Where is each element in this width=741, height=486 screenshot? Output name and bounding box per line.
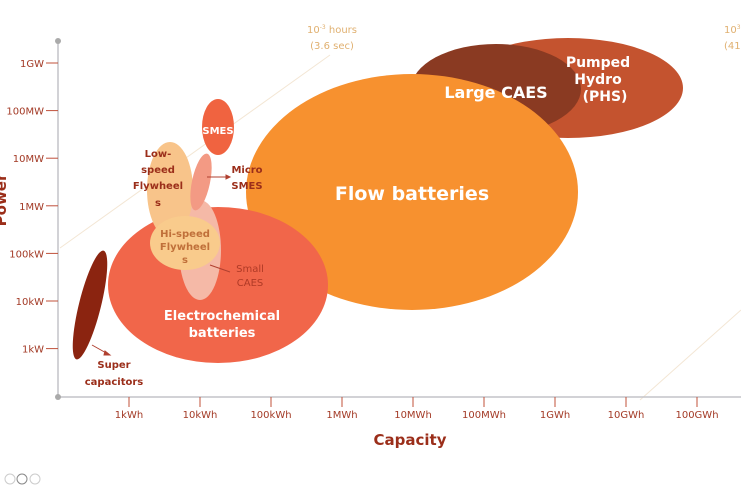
x-axis-title: Capacity <box>374 431 447 449</box>
y-tick-label: 100MW <box>6 107 44 118</box>
x-tick-label: 1GWh <box>540 410 570 421</box>
duration-line-2 <box>639 309 741 401</box>
y-tick-label: 1MW <box>19 202 44 213</box>
x-tick-label: 100kWh <box>250 410 291 421</box>
x-tick-label: 10MWh <box>394 410 432 421</box>
label-flow-batteries: Flow batteries <box>335 183 489 205</box>
y-tick-label: 100kW <box>9 249 44 260</box>
more-icon[interactable] <box>29 473 41 485</box>
duration-label-2: 103 <box>724 24 741 36</box>
region-supercapacitors <box>72 250 108 360</box>
region-flow-batteries <box>246 74 578 310</box>
y-axis-title: Power <box>0 173 10 226</box>
y-tick-label: 10MW <box>13 154 44 165</box>
duration-line-1 <box>59 54 331 249</box>
menu-icon[interactable] <box>4 473 16 485</box>
x-ticks: 1kWh 10kWh 100kWh 1MWh 10MWh 100MWh 1GWh 10GWh 1… <box>115 397 719 421</box>
axes <box>55 38 741 400</box>
duration-sub-1: (3.6 sec) <box>310 41 354 52</box>
label-large-caes: Large CAES <box>444 83 547 102</box>
duration-lines <box>59 54 741 401</box>
x-tick-label: 100GWh <box>675 410 718 421</box>
camera-icon[interactable] <box>16 473 28 485</box>
y-tick-label: 10kW <box>16 297 45 308</box>
slide-controls <box>4 473 41 485</box>
region-micro-smes <box>190 153 212 211</box>
x-tick-label: 1kWh <box>115 410 143 421</box>
x-tick-label: 100MWh <box>462 410 506 421</box>
duration-label-1: 10-3 hours <box>307 24 357 36</box>
y-ticks: 1GW 100MW 10MW 1MW 100kW 10kW 1kW <box>6 59 58 356</box>
duration-sub-2: (41 <box>724 41 741 52</box>
small-caes-arrow <box>209 264 231 273</box>
region-smes <box>202 99 234 155</box>
x-tick-label: 10kWh <box>183 410 218 421</box>
pointers <box>91 174 232 356</box>
label-smes: SMES <box>202 126 233 137</box>
region-hi-speed-flywheels <box>150 216 220 270</box>
origin-dot <box>55 394 61 400</box>
y-tick-label: 1kW <box>22 345 44 356</box>
x-tick-label: 10GWh <box>608 410 645 421</box>
y-tick-label: 1GW <box>20 59 44 70</box>
regions <box>72 38 683 363</box>
arrow-head <box>103 350 112 356</box>
region-low-speed-flywheels <box>147 142 193 238</box>
arrow-head <box>225 174 232 180</box>
y-axis-end <box>55 38 61 44</box>
x-tick-label: 1MWh <box>326 410 357 421</box>
